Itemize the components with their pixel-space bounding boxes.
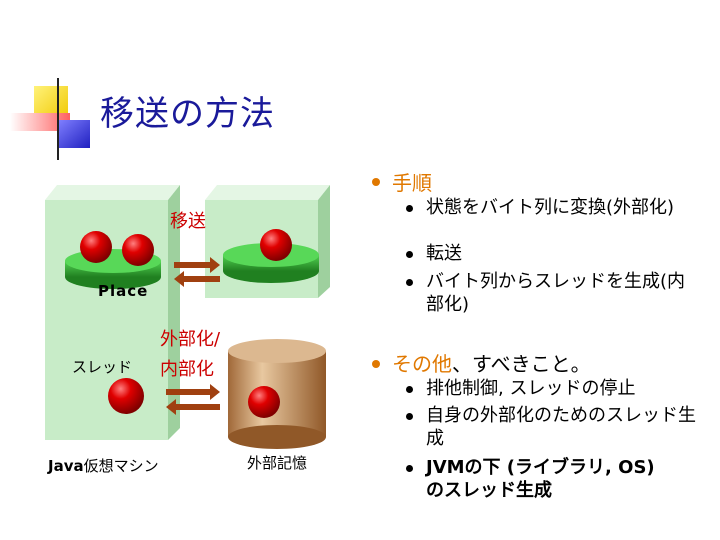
transfer-arrows [174, 257, 220, 287]
sub-bullet-item: 状態をバイト列に変換(外部化) [426, 197, 675, 218]
vm-label: Java仮想マシン [48, 457, 159, 475]
logo-red-bar [10, 113, 70, 131]
thread-ball [248, 386, 280, 418]
thread-ball [260, 229, 292, 261]
thread-label: スレッド [72, 358, 133, 376]
externalize-label: 外部化/ [160, 329, 221, 350]
sub-bullet-dot [406, 386, 413, 393]
thread-ball [108, 378, 144, 414]
java-vm-box [45, 185, 180, 440]
title-decoration [10, 78, 630, 160]
externalize-arrows [166, 384, 220, 415]
sub-bullet-dot [406, 413, 413, 420]
sub-bullet-dot [406, 205, 413, 212]
transfer-label: 移送 [170, 211, 206, 232]
bullet-dot [372, 360, 380, 368]
sub-bullet-item: 自身の外部化のためのスレッド生成 [426, 405, 696, 449]
bullet-dot [372, 178, 380, 186]
sub-bullet-item: JVMの下 (ライブラリ, OS) のスレッド生成 [426, 457, 655, 501]
sub-bullet-dot [406, 465, 413, 472]
bullet-other: その他、すべきこと。 [392, 352, 591, 376]
thread-ball [122, 234, 154, 266]
transfer-diagram [45, 185, 330, 449]
sub-bullet-item: バイト列からスレッドを生成(内部化) [426, 271, 686, 315]
bullet-procedure: 手順 [392, 171, 432, 195]
internalize-label: 内部化 [160, 359, 214, 380]
thread-ball [80, 231, 112, 263]
page-title: 移送の方法 [100, 94, 275, 134]
sub-bullet-dot [406, 279, 413, 286]
place-label: Place [98, 282, 149, 300]
storage-label: 外部記憶 [247, 454, 308, 472]
sub-bullet-dot [406, 251, 413, 258]
sub-bullet-item: 排他制御, スレッドの停止 [426, 378, 636, 399]
sub-bullet-item: 転送 [426, 243, 462, 264]
external-storage-cylinder [228, 339, 326, 449]
destination-place-disc [223, 243, 319, 283]
